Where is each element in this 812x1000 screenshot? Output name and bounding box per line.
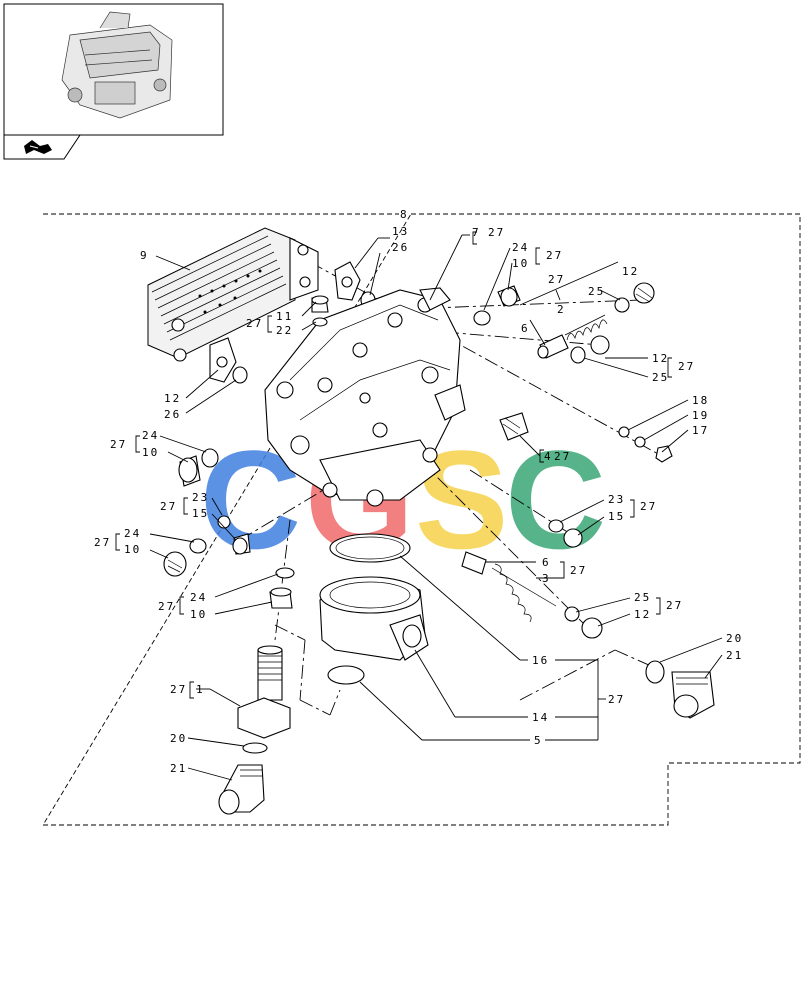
adapter-part-1[interactable] [237,645,291,739]
callout-17[interactable]: 17 [692,424,709,437]
callout-27-m[interactable]: 27 [666,599,683,612]
seal-ring-part-16[interactable] [329,533,411,563]
callout-21-right[interactable]: 21 [726,649,743,662]
callout-25-mid[interactable]: 25 [652,371,669,384]
assembly-frame [42,213,801,826]
callout-25-top[interactable]: 25 [588,285,605,298]
callout-19[interactable]: 19 [692,409,709,422]
plug-part-12-mid[interactable] [570,335,610,364]
spring-part-3[interactable] [491,563,557,623]
callout-labels: 8 9 13 26 7 27 24 27 10 27 12 2 25 6 27 … [94,208,743,775]
callout-10-lower-left[interactable]: 10 [124,543,141,556]
callout-4[interactable]: 4 [544,450,553,463]
callout-27-g[interactable]: 27 [554,450,571,463]
plug-part-11[interactable] [311,295,329,327]
callout-brackets [115,231,672,699]
plug-part-10-left-lower[interactable] [163,538,207,577]
plug-part-10-left-upper[interactable] [178,448,219,487]
callout-18[interactable]: 18 [692,394,709,407]
callout-12-bottom[interactable]: 12 [634,608,651,621]
o-ring-part-5[interactable] [327,665,365,685]
callout-13[interactable]: 13 [392,225,409,238]
callout-15-right[interactable]: 15 [608,510,625,523]
callout-3[interactable]: 3 [542,572,551,585]
plug-part-12-right[interactable] [614,282,655,313]
callout-20-right[interactable]: 20 [726,632,743,645]
washer-set-part-18-19-17[interactable] [618,426,673,463]
plug-part-15-right[interactable] [548,519,583,548]
oil-cooler-part-9[interactable] [147,227,319,362]
callout-14[interactable]: 14 [532,711,549,724]
exploded-view-arrow-icon [24,140,52,154]
callout-27-a[interactable]: 27 [488,226,505,239]
callout-27-o[interactable]: 27 [608,693,625,706]
callout-12-mid[interactable]: 12 [652,352,669,365]
callout-7[interactable]: 7 [472,226,481,239]
callout-6-bottom[interactable]: 6 [542,556,551,569]
callout-2[interactable]: 2 [557,303,566,316]
callout-27-e[interactable]: 27 [678,360,695,373]
callout-27-i[interactable]: 27 [640,500,657,513]
callout-11[interactable]: 11 [276,310,293,323]
plug-part-15-left[interactable] [217,515,251,555]
callout-12-left[interactable]: 12 [164,392,181,405]
plug-part-10-top[interactable] [497,285,521,307]
o-ring-part-24-top[interactable] [473,310,491,326]
o-ring-part-20-right[interactable] [645,660,665,684]
callout-27-h[interactable]: 27 [160,500,177,513]
callout-27-c[interactable]: 27 [548,273,565,286]
callout-24-center[interactable]: 24 [190,591,207,604]
callout-24-top[interactable]: 24 [512,241,529,254]
callout-22[interactable]: 22 [276,324,293,337]
nav-tab[interactable] [3,134,81,160]
callout-27-n[interactable]: 27 [170,683,187,696]
plug-part-10-center[interactable] [269,567,295,609]
gasket-part-13[interactable] [334,261,361,301]
callout-12-top[interactable]: 12 [622,265,639,278]
leader-lines [149,234,723,781]
elbow-fitting-part-21-left[interactable] [218,764,265,815]
callout-8[interactable]: 8 [400,208,409,221]
spring-part-2[interactable] [564,314,608,341]
gasket-part-12-lower[interactable] [209,337,237,383]
callout-1[interactable]: 1 [196,683,205,696]
callout-26-upper[interactable]: 26 [392,241,409,254]
callout-23-right[interactable]: 23 [608,493,625,506]
filter-housing-body[interactable] [264,287,466,507]
callout-6-top[interactable]: 6 [521,322,530,335]
callout-27-b[interactable]: 27 [546,249,563,262]
callout-10-top[interactable]: 10 [512,257,529,270]
elbow-fitting-part-21-right[interactable] [671,671,715,719]
piston-part-6-bottom[interactable] [461,551,487,575]
callout-27-k[interactable]: 27 [570,564,587,577]
callout-5[interactable]: 5 [534,734,543,747]
callout-27-d[interactable]: 27 [246,317,263,330]
callout-23-left[interactable]: 23 [192,491,209,504]
plug-part-12-bottom-right[interactable] [564,606,603,639]
callout-9[interactable]: 9 [140,249,149,262]
fitting-part-4[interactable] [499,412,529,441]
piston-part-6-top[interactable] [537,334,569,359]
callout-20-left[interactable]: 20 [170,732,187,745]
callout-10-left[interactable]: 10 [142,446,159,459]
callout-24-lower-left[interactable]: 24 [124,527,141,540]
callout-10-center[interactable]: 10 [190,608,207,621]
callout-21-left[interactable]: 21 [170,762,187,775]
engine-thumbnail[interactable] [3,3,224,136]
callout-15-left[interactable]: 15 [192,507,209,520]
callout-24-left[interactable]: 24 [142,429,159,442]
engine-thumbnail-drawing [61,11,173,119]
filter-base-part-14[interactable] [319,576,429,661]
o-ring-part-26-lower[interactable] [232,366,248,384]
watermark-letter-c2: C [505,421,606,578]
callout-27-l[interactable]: 27 [158,600,175,613]
callout-26-lower[interactable]: 26 [164,408,181,421]
o-ring-part-20-left[interactable] [242,742,268,754]
callout-27-j[interactable]: 27 [94,536,111,549]
callout-16[interactable]: 16 [532,654,549,667]
callout-27-f[interactable]: 27 [110,438,127,451]
callout-25-bottom[interactable]: 25 [634,591,651,604]
